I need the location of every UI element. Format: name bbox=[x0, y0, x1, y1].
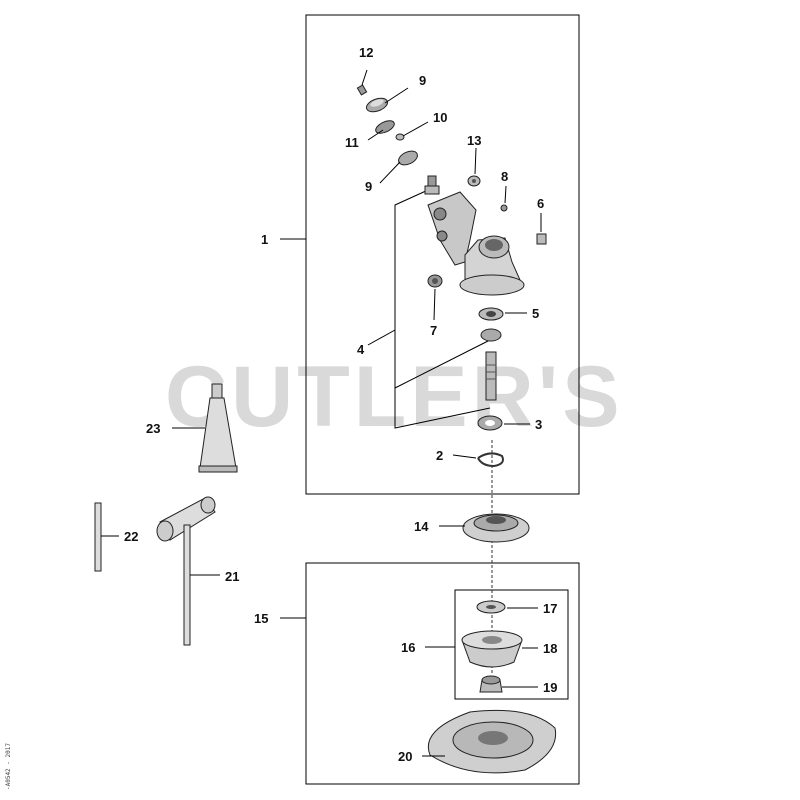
callout-14: 14 bbox=[414, 519, 429, 534]
callout-11: 11 bbox=[345, 135, 359, 150]
callout-20: 20 bbox=[398, 749, 412, 764]
part-8-grease-nipple bbox=[500, 204, 508, 212]
part-23-grease-tube bbox=[198, 383, 238, 473]
diagram-reference-code: -A0542 - 2017 bbox=[5, 743, 12, 790]
gearbox-housing bbox=[427, 191, 525, 296]
callout-22: 22 bbox=[124, 529, 138, 544]
part-14-receiver-cup bbox=[462, 513, 530, 543]
part-7-plug bbox=[427, 274, 443, 288]
part-21-wrench bbox=[156, 496, 216, 646]
gearbox-group-box bbox=[305, 14, 580, 495]
callout-9-lower: 9 bbox=[365, 179, 372, 194]
cup-kit-subgroup-box bbox=[454, 589, 569, 700]
part-4-bracket bbox=[394, 189, 491, 429]
part-2-circlip bbox=[477, 452, 504, 468]
callout-12: 12 bbox=[359, 45, 373, 60]
callout-6: 6 bbox=[537, 196, 544, 211]
part-9-bearing-upper bbox=[365, 97, 389, 113]
callout-2: 2 bbox=[436, 448, 443, 463]
part-20-guard bbox=[428, 709, 557, 774]
callout-10: 10 bbox=[433, 110, 447, 125]
part-11-bushing bbox=[375, 120, 395, 134]
part-18-cup bbox=[461, 630, 523, 668]
part-6-clip bbox=[536, 233, 547, 245]
callout-17: 17 bbox=[543, 601, 557, 616]
callout-16: 16 bbox=[401, 640, 415, 655]
callout-4: 4 bbox=[357, 342, 365, 357]
callout-13: 13 bbox=[467, 133, 481, 148]
callout-18: 18 bbox=[543, 641, 557, 656]
callout-7: 7 bbox=[430, 323, 437, 338]
part-3-bearing bbox=[477, 415, 503, 431]
callout-19: 19 bbox=[543, 680, 557, 695]
clamp-bolt bbox=[424, 175, 440, 195]
callout-5: 5 bbox=[532, 306, 539, 321]
bevel-gear bbox=[480, 328, 502, 342]
callout-3: 3 bbox=[535, 417, 542, 432]
part-4-bracket-lower bbox=[394, 339, 491, 389]
guard-kit-group-box bbox=[305, 562, 580, 785]
callout-9-upper: 9 bbox=[419, 73, 426, 88]
callout-8: 8 bbox=[501, 169, 508, 184]
callout-21: 21 bbox=[225, 569, 239, 584]
part-17-washer bbox=[476, 600, 506, 614]
output-shaft bbox=[485, 351, 497, 401]
part-10-ring bbox=[395, 133, 405, 141]
part-12-pin bbox=[356, 84, 368, 96]
watermark-text: CUTLER'S bbox=[165, 349, 624, 445]
leader-lines bbox=[101, 69, 542, 757]
callout-15: 15 bbox=[254, 611, 268, 626]
part-9-bearing-lower bbox=[398, 150, 418, 166]
part-19-nut bbox=[479, 675, 503, 693]
part-5-gear bbox=[478, 307, 504, 321]
callout-23: 23 bbox=[146, 421, 160, 436]
callout-1: 1 bbox=[261, 232, 268, 247]
part-13-screw bbox=[467, 175, 481, 187]
part-22-locking-rod bbox=[94, 502, 102, 572]
